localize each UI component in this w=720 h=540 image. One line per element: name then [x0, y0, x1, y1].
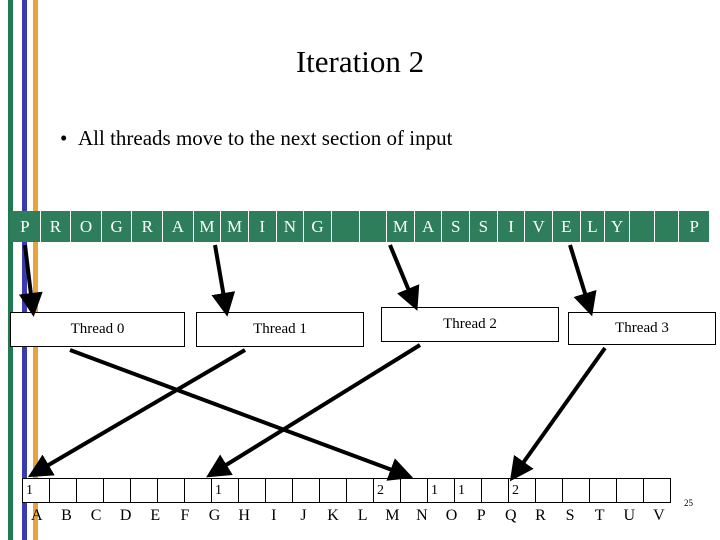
arrow-thread1-to-output: [27, 348, 247, 478]
output-cell: 1: [454, 478, 481, 503]
arrow-thread0-to-output: [69, 348, 414, 481]
output-cell: [130, 478, 157, 503]
output-letter-label: T: [594, 507, 605, 524]
output-cell: 2: [508, 478, 535, 503]
input-cell: I: [497, 211, 526, 242]
input-cell: R: [40, 211, 72, 242]
input-cell: P: [679, 211, 710, 242]
input-cell: [630, 211, 655, 242]
output-letter-label: Q: [505, 507, 517, 524]
output-letter-label: J: [300, 507, 307, 524]
output-letter-label: V: [653, 507, 665, 524]
output-cell: [103, 478, 130, 503]
output-cell: [589, 478, 616, 503]
arrow-thread3-to-output: [509, 346, 607, 482]
output-letter-label: I: [271, 507, 277, 524]
output-cell: [319, 478, 346, 503]
output-letter-label: B: [61, 507, 72, 524]
input-cell: L: [580, 211, 606, 242]
input-cell: S: [442, 211, 471, 242]
input-cell: R: [132, 211, 164, 242]
output-cell: [238, 478, 265, 503]
output-letter-label: D: [119, 507, 132, 524]
thread-box-3[interactable]: Thread 3: [568, 312, 716, 345]
left-accent-bar-green: [8, 0, 13, 540]
input-cell: A: [414, 211, 443, 242]
output-cell: [481, 478, 508, 503]
input-cell: E: [552, 211, 581, 242]
input-cell: [331, 211, 360, 242]
output-letter-label: K: [327, 507, 339, 524]
output-letter-label: P: [476, 507, 486, 524]
output-letter-label: M: [385, 507, 400, 524]
page-number: 25: [684, 498, 693, 508]
input-cell: M: [193, 211, 222, 242]
output-letter-label: R: [535, 507, 546, 524]
input-cell: A: [163, 211, 194, 242]
output-letter-label: O: [445, 507, 458, 524]
arrow-strip-to-thread1: [211, 244, 236, 317]
output-letter-label: G: [208, 507, 221, 524]
output-cell: [400, 478, 427, 503]
output-cell: 2: [373, 478, 400, 503]
output-cell: [265, 478, 292, 503]
output-cell: 1: [427, 478, 454, 503]
output-cell: [76, 478, 103, 503]
output-cell: 1: [211, 478, 238, 503]
output-letter-label: S: [565, 507, 575, 524]
page-title: Iteration 2: [295, 44, 425, 79]
input-cell: P: [10, 211, 41, 242]
output-letter-label: L: [357, 507, 368, 524]
output-letter-label: C: [90, 507, 102, 524]
arrow-strip-to-thread3: [568, 244, 597, 317]
output-cell: [643, 478, 671, 503]
left-accent-bar-orange: [33, 0, 38, 540]
thread-box-1[interactable]: Thread 1: [196, 312, 364, 347]
left-accent-bar-blue: [22, 0, 27, 540]
output-letter-label: U: [623, 507, 636, 524]
thread-box-0[interactable]: Thread 0: [10, 312, 185, 347]
output-cell: [346, 478, 373, 503]
output-cell: 1: [22, 478, 49, 503]
input-cell: G: [101, 211, 133, 242]
output-letter-label: A: [31, 507, 43, 524]
arrow-thread2-to-output: [206, 343, 422, 478]
output-cell: [292, 478, 319, 503]
input-cell: G: [304, 211, 332, 242]
output-cell: [562, 478, 589, 503]
output-letter-label: H: [238, 507, 250, 524]
input-cell: M: [221, 211, 249, 242]
output-letter-label: N: [416, 507, 428, 524]
input-cell: O: [71, 211, 102, 242]
input-cell: [654, 211, 680, 242]
input-cell: I: [248, 211, 277, 242]
bullet-line: • All threads move to the next section of…: [60, 126, 680, 151]
input-cell: M: [387, 211, 415, 242]
input-cell: V: [525, 211, 553, 242]
thread-box-2[interactable]: Thread 2: [381, 307, 559, 342]
input-cell: S: [470, 211, 498, 242]
bullet-text: All threads move to the next section of …: [78, 126, 453, 150]
output-letter-label: F: [180, 507, 190, 524]
output-letter-label: E: [150, 507, 161, 524]
output-cell: [49, 478, 76, 503]
output-cell: [184, 478, 211, 503]
input-cell: Y: [605, 211, 630, 242]
input-cell: [359, 211, 388, 242]
output-cell: [157, 478, 184, 503]
output-cell: [535, 478, 562, 503]
arrow-strip-to-thread2: [388, 244, 420, 311]
input-cell: N: [276, 211, 305, 242]
bullet-marker: •: [60, 126, 68, 150]
output-cell: [616, 478, 643, 503]
